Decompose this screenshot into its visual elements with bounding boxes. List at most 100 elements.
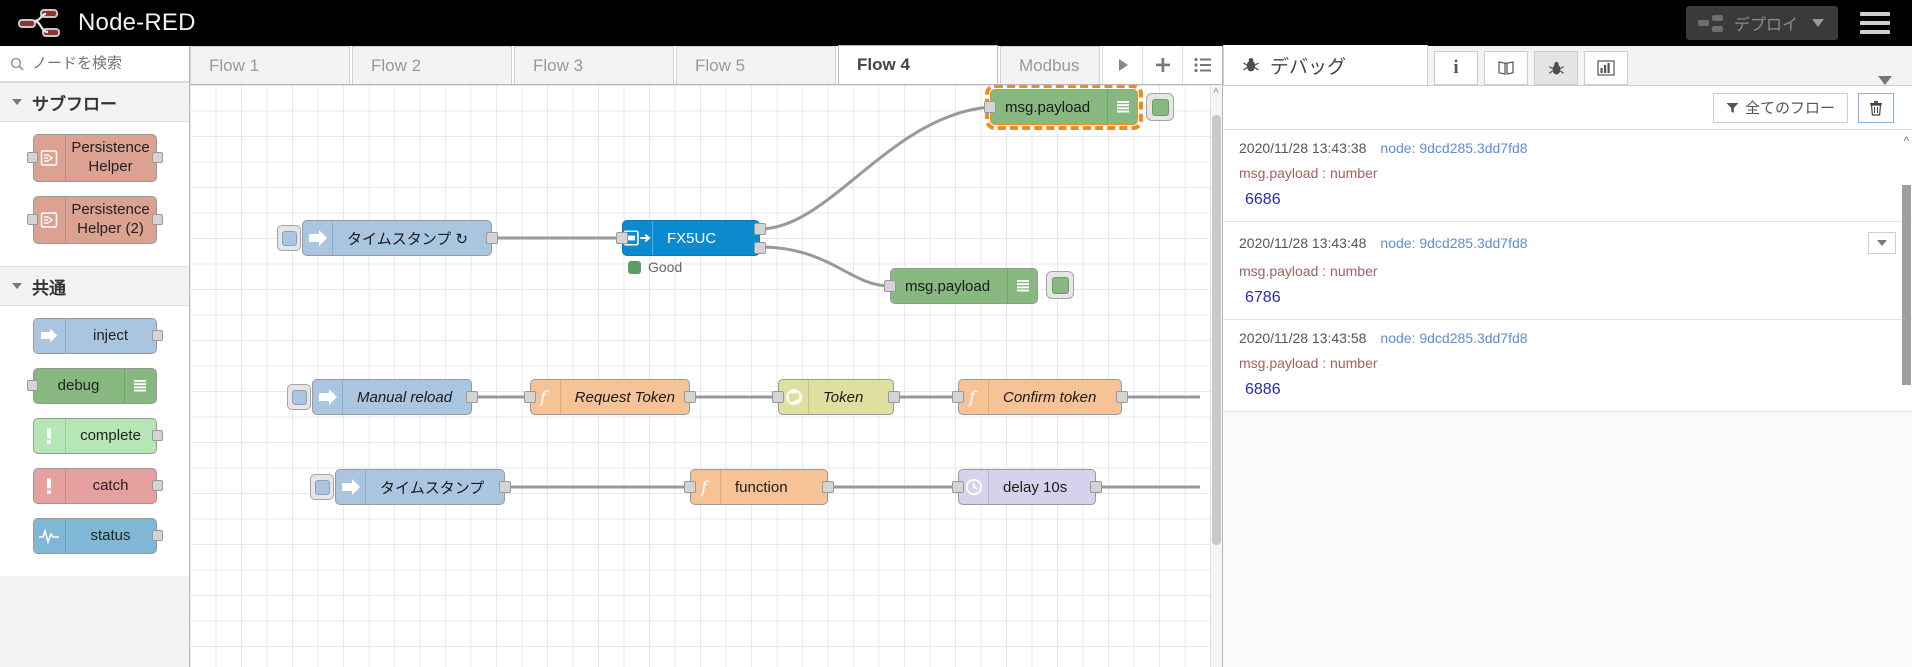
caret-down-icon[interactable] (1812, 19, 1824, 27)
node-output-port[interactable] (499, 481, 511, 493)
palette-node-persistence-helper-2[interactable]: Persistence Helper (2) (26, 196, 163, 244)
palette-node-persistence-helper[interactable]: Persistence Helper (26, 134, 163, 182)
canvas-vertical-scrollbar[interactable]: ^ (1210, 85, 1222, 667)
deploy-button[interactable]: デプロイ (1685, 6, 1838, 40)
debug-message[interactable]: 2020/11/28 13:43:48 node: 9dcd285.3dd7fd… (1223, 222, 1912, 320)
flow-node-inject-timestamp[interactable]: タイムスタンプ ↻ (277, 220, 498, 256)
node-output-port[interactable] (151, 480, 163, 491)
flow-list-button[interactable] (1182, 46, 1222, 84)
node-input-port[interactable] (952, 481, 964, 493)
node-output-port[interactable] (151, 214, 163, 225)
brand-logo[interactable]: Node-RED (0, 9, 196, 37)
globe-icon (779, 380, 809, 414)
debug-message[interactable]: 2020/11/28 13:43:38 node: 9dcd285.3dd7fd… (1223, 130, 1912, 222)
debug-node-toggle-button[interactable] (1046, 271, 1074, 299)
debug-node-toggle-button[interactable] (1146, 93, 1174, 121)
node-output-port[interactable] (1116, 391, 1128, 403)
book-icon[interactable] (1484, 51, 1528, 85)
palette-category-subflow[interactable]: サブフロー (0, 82, 189, 122)
node-input-port[interactable] (952, 391, 964, 403)
debug-message-node-id[interactable]: node: 9dcd285.3dd7fd8 (1380, 140, 1528, 156)
palette-node-inject[interactable]: inject (32, 318, 163, 354)
svg-text:f: f (538, 388, 549, 407)
filter-flows-button[interactable]: 全てのフロー (1712, 92, 1848, 123)
flow-node-request-token[interactable]: f Request Token (524, 379, 696, 415)
palette-node-complete[interactable]: complete (32, 418, 163, 454)
debug-toolbar: 全てのフロー (1223, 86, 1912, 130)
tab-modbus[interactable]: Modbus (1000, 46, 1100, 84)
node-input-port[interactable] (772, 391, 784, 403)
node-input-port[interactable] (884, 280, 896, 292)
debug-list-scrollbar[interactable]: ^ (1901, 130, 1912, 667)
flow-node-manual-reload[interactable]: Manual reload (287, 379, 478, 415)
flow-node-debug-mid[interactable]: msg.payload (884, 268, 1038, 304)
node-output-port[interactable] (151, 430, 163, 441)
node-output-port[interactable] (684, 391, 696, 403)
node-output-port[interactable] (1090, 481, 1102, 493)
flow-node-delay[interactable]: delay 10s (952, 469, 1102, 505)
sidebar-tab-debug[interactable]: デバッグ (1223, 45, 1428, 85)
tab-flow-5[interactable]: Flow 5 (676, 46, 836, 84)
node-output-port[interactable] (888, 391, 900, 403)
chart-icon[interactable] (1584, 51, 1628, 85)
bug-icon[interactable] (1534, 51, 1578, 85)
flow-node-inject-timestamp-2[interactable]: タイムスタンプ (310, 469, 511, 505)
tab-flow-4[interactable]: Flow 4 (838, 45, 998, 84)
chevron-up-icon[interactable]: ^ (1903, 134, 1910, 148)
debug-message-expand-button[interactable] (1868, 232, 1896, 254)
node-output-port[interactable] (151, 152, 163, 163)
tab-flow-1[interactable]: Flow 1 (190, 46, 350, 84)
inject-trigger-button[interactable] (287, 384, 311, 410)
flow-node-token[interactable]: Token (772, 379, 900, 415)
debug-message-value: 6786 (1245, 289, 1281, 306)
tab-flow-3[interactable]: Flow 3 (514, 46, 674, 84)
debug-message-node-id[interactable]: node: 9dcd285.3dd7fd8 (1380, 235, 1528, 251)
debug-message-node-id[interactable]: node: 9dcd285.3dd7fd8 (1380, 330, 1528, 346)
node-input-port[interactable] (524, 391, 536, 403)
flow-node-label: FX5UC (667, 229, 717, 247)
palette-category-common[interactable]: 共通 (0, 266, 189, 306)
inject-arrow-icon (336, 470, 366, 504)
node-output-port-2[interactable] (754, 242, 766, 254)
canvas-scrollbar-thumb[interactable] (1212, 115, 1221, 545)
info-icon[interactable]: i (1434, 51, 1478, 85)
node-input-port[interactable] (26, 380, 38, 391)
node-input-port[interactable] (684, 481, 696, 493)
search-icon (10, 57, 24, 71)
flow-node-confirm-token[interactable]: f Confirm token (952, 379, 1128, 415)
debug-scrollbar-thumb[interactable] (1902, 185, 1911, 385)
caret-down-icon[interactable] (1878, 76, 1892, 85)
hamburger-menu-icon[interactable] (1860, 12, 1890, 34)
node-input-port[interactable] (616, 232, 628, 244)
flow-node-debug-top[interactable]: msg.payload (984, 85, 1143, 130)
debug-message[interactable]: 2020/11/28 13:43:58 node: 9dcd285.3dd7fd… (1223, 320, 1912, 412)
debug-message-header: 2020/11/28 13:43:58 node: 9dcd285.3dd7fd… (1239, 330, 1896, 346)
tab-flow-2[interactable]: Flow 2 (352, 46, 512, 84)
node-output-port[interactable] (151, 530, 163, 541)
flow-node-label: function (735, 478, 788, 496)
add-flow-button[interactable] (1142, 46, 1182, 84)
node-output-port-1[interactable] (754, 223, 766, 235)
flow-node-fx5uc[interactable]: FX5UC (616, 220, 766, 256)
node-output-port[interactable] (466, 391, 478, 403)
search-input[interactable] (32, 55, 179, 72)
node-input-port[interactable] (984, 101, 996, 113)
chevron-up-icon[interactable]: ^ (1213, 87, 1219, 99)
clear-debug-button[interactable] (1858, 92, 1894, 123)
flow-canvas[interactable]: msg.payload タイムスタンプ ↻ (190, 85, 1222, 667)
palette-search-bar[interactable] (0, 46, 189, 82)
flow-node-label: delay 10s (1003, 478, 1068, 496)
node-output-port[interactable] (486, 232, 498, 244)
node-input-port[interactable] (26, 152, 38, 163)
node-output-port[interactable] (822, 481, 834, 493)
play-right-icon[interactable] (1102, 46, 1142, 84)
palette-node-status[interactable]: status (32, 518, 163, 554)
palette-node-catch[interactable]: catch (32, 468, 163, 504)
inject-trigger-button[interactable] (310, 474, 334, 500)
node-output-port[interactable] (151, 330, 163, 341)
debug-message-list[interactable]: 2020/11/28 13:43:38 node: 9dcd285.3dd7fd… (1223, 130, 1912, 667)
node-input-port[interactable] (26, 214, 38, 225)
palette-node-debug[interactable]: debug (26, 368, 157, 404)
flow-node-function[interactable]: f function (684, 469, 834, 505)
inject-trigger-button[interactable] (277, 225, 301, 251)
